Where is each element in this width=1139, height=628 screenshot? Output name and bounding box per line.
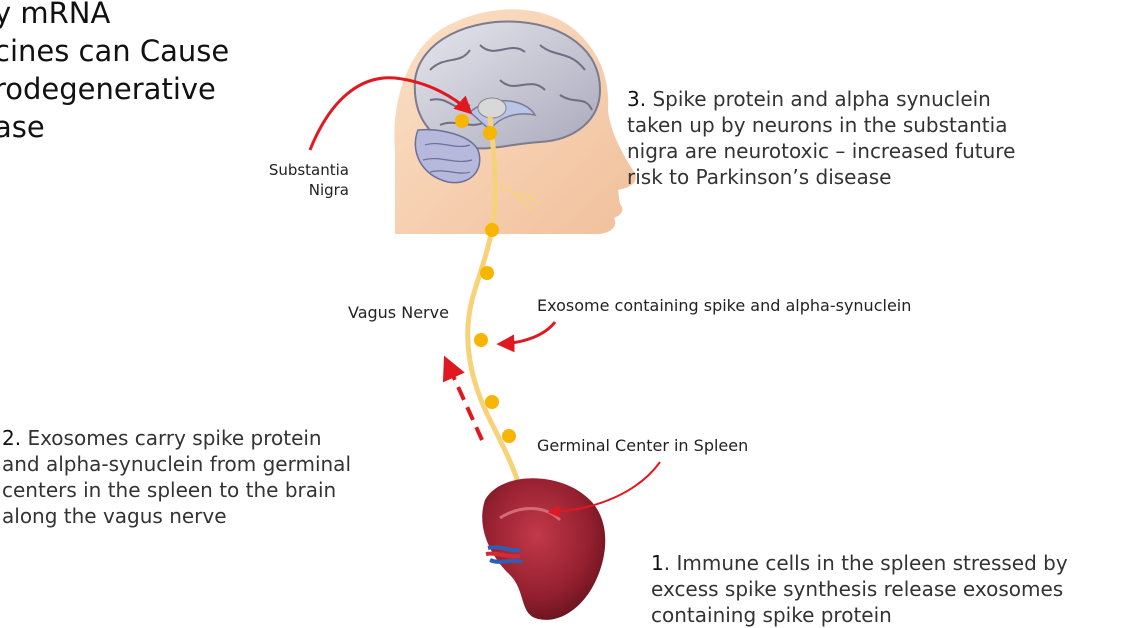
vagus-nerve-label: Vagus Nerve [348, 303, 449, 323]
spleen-illustration [482, 478, 605, 620]
exosome-dot [502, 429, 516, 443]
step-1-description: 1. Immune cells in the spleen stressed b… [651, 550, 1133, 628]
exosome-dot [455, 114, 469, 128]
step-2-number: 2. [2, 426, 21, 450]
step-3-text: Spike protein and alpha synuclein taken … [627, 87, 1015, 189]
exosome-dot [485, 223, 499, 237]
substantia-label-line1: Substantia [246, 160, 349, 180]
step-3-number: 3. [627, 87, 646, 111]
exosome-dot [474, 333, 488, 347]
germinal-center-label: Germinal Center in Spleen [537, 436, 748, 456]
step-1-number: 1 [651, 551, 664, 575]
substantia-label-line2: Nigra [246, 180, 349, 200]
exosome-dot [485, 395, 499, 409]
step-2-description: 2. Exosomes carry spike protein and alph… [2, 425, 352, 529]
exosome-dot [480, 266, 494, 280]
exosome-dot [483, 126, 497, 140]
migration-dashed-arrow [446, 360, 482, 440]
step-3-description: 3. Spike protein and alpha synuclein tak… [627, 86, 1017, 190]
exosome-arrow [500, 322, 555, 344]
step-1-text: . Immune cells in the spleen stressed by… [651, 551, 1068, 627]
exosome-label: Exosome containing spike and alpha-synuc… [537, 296, 911, 316]
substantia-nigra-label: Substantia Nigra [246, 160, 349, 200]
step-2-text: Exosomes carry spike protein and alpha-s… [2, 426, 351, 528]
